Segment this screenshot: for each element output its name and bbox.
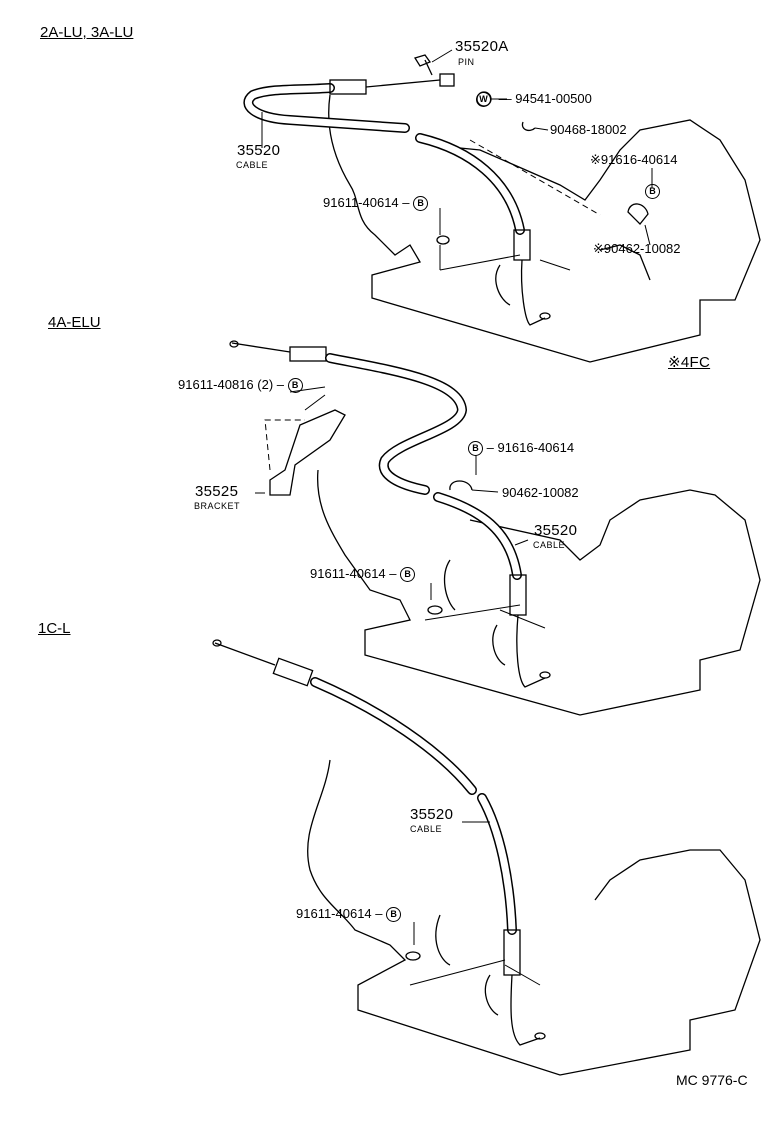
section-title-3: 1C-L [38, 620, 71, 637]
bolt-part-number-1: 91611-40614 [323, 195, 399, 210]
cable-part-name-2: CABLE [533, 540, 566, 550]
b-symbol-mark: B [413, 196, 429, 212]
pin-part-number: 35520A [455, 38, 509, 55]
bolt-part-number-star: ※91616-40614 [590, 152, 678, 167]
bolt-callout-2b: B – 91616-40614 [468, 440, 575, 457]
cable-part-name-3: CABLE [410, 824, 443, 834]
diagram-code: MC 9776-C [676, 1072, 748, 1088]
pin-part-name: PIN [458, 57, 475, 67]
bolt-part-number-3: 91611-40614 [296, 906, 372, 921]
transmission-outline-3 [307, 759, 761, 1076]
washer-part-number: — 94541-00500 [498, 91, 592, 106]
clip-part-number: 90468-18002 [550, 122, 627, 137]
footnote-4fc: ※4FC [668, 354, 711, 371]
bolt-part-number-2a: 91611-40816 (2) [178, 377, 274, 392]
bracket-part-name: BRACKET [194, 501, 241, 511]
b-symbol-mark: B [645, 184, 660, 200]
transmission-outline-2 [316, 469, 761, 716]
cable-1 [243, 54, 649, 326]
bolt-callout-1: 91611-40614 – B [323, 195, 429, 212]
bracket-part-number: 35525 [195, 483, 239, 500]
bolt-part-number-2b: 91616-40614 [497, 440, 575, 455]
cable-part-number-1: 35520 [237, 142, 281, 159]
b-symbol-mark: B [468, 441, 483, 457]
cable-3 [212, 639, 546, 1046]
clamp-part-number-2: 90462-10082 [502, 485, 579, 500]
washer-symbol: W [476, 92, 491, 108]
b-symbol: B [645, 184, 660, 200]
washer-callout: W — 94541-00500 [476, 91, 592, 108]
bolt-callout-2a: 91611-40816 (2) – B [178, 377, 303, 394]
section-title-1: 2A-LU, 3A-LU [40, 24, 134, 41]
leader-lines [255, 49, 653, 945]
cable-part-name-1: CABLE [236, 160, 269, 170]
cable-part-number-3: 35520 [410, 806, 454, 823]
clamp-part-number-star: ※90462-10082 [593, 241, 681, 256]
cable-part-number-2: 35520 [534, 522, 578, 539]
section-title-2: 4A-ELU [48, 314, 101, 331]
transmission-outline-1 [328, 94, 761, 363]
bolt-part-number-2c: 91611-40614 [310, 566, 386, 581]
bolt-callout-2c: 91611-40614 – B [310, 566, 416, 583]
bolt-callout-3: 91611-40614 – B [296, 906, 402, 923]
b-symbol-mark: B [386, 907, 402, 923]
b-symbol-mark: B [287, 378, 303, 394]
cable-2 [229, 340, 551, 688]
b-symbol-mark: B [400, 567, 416, 583]
